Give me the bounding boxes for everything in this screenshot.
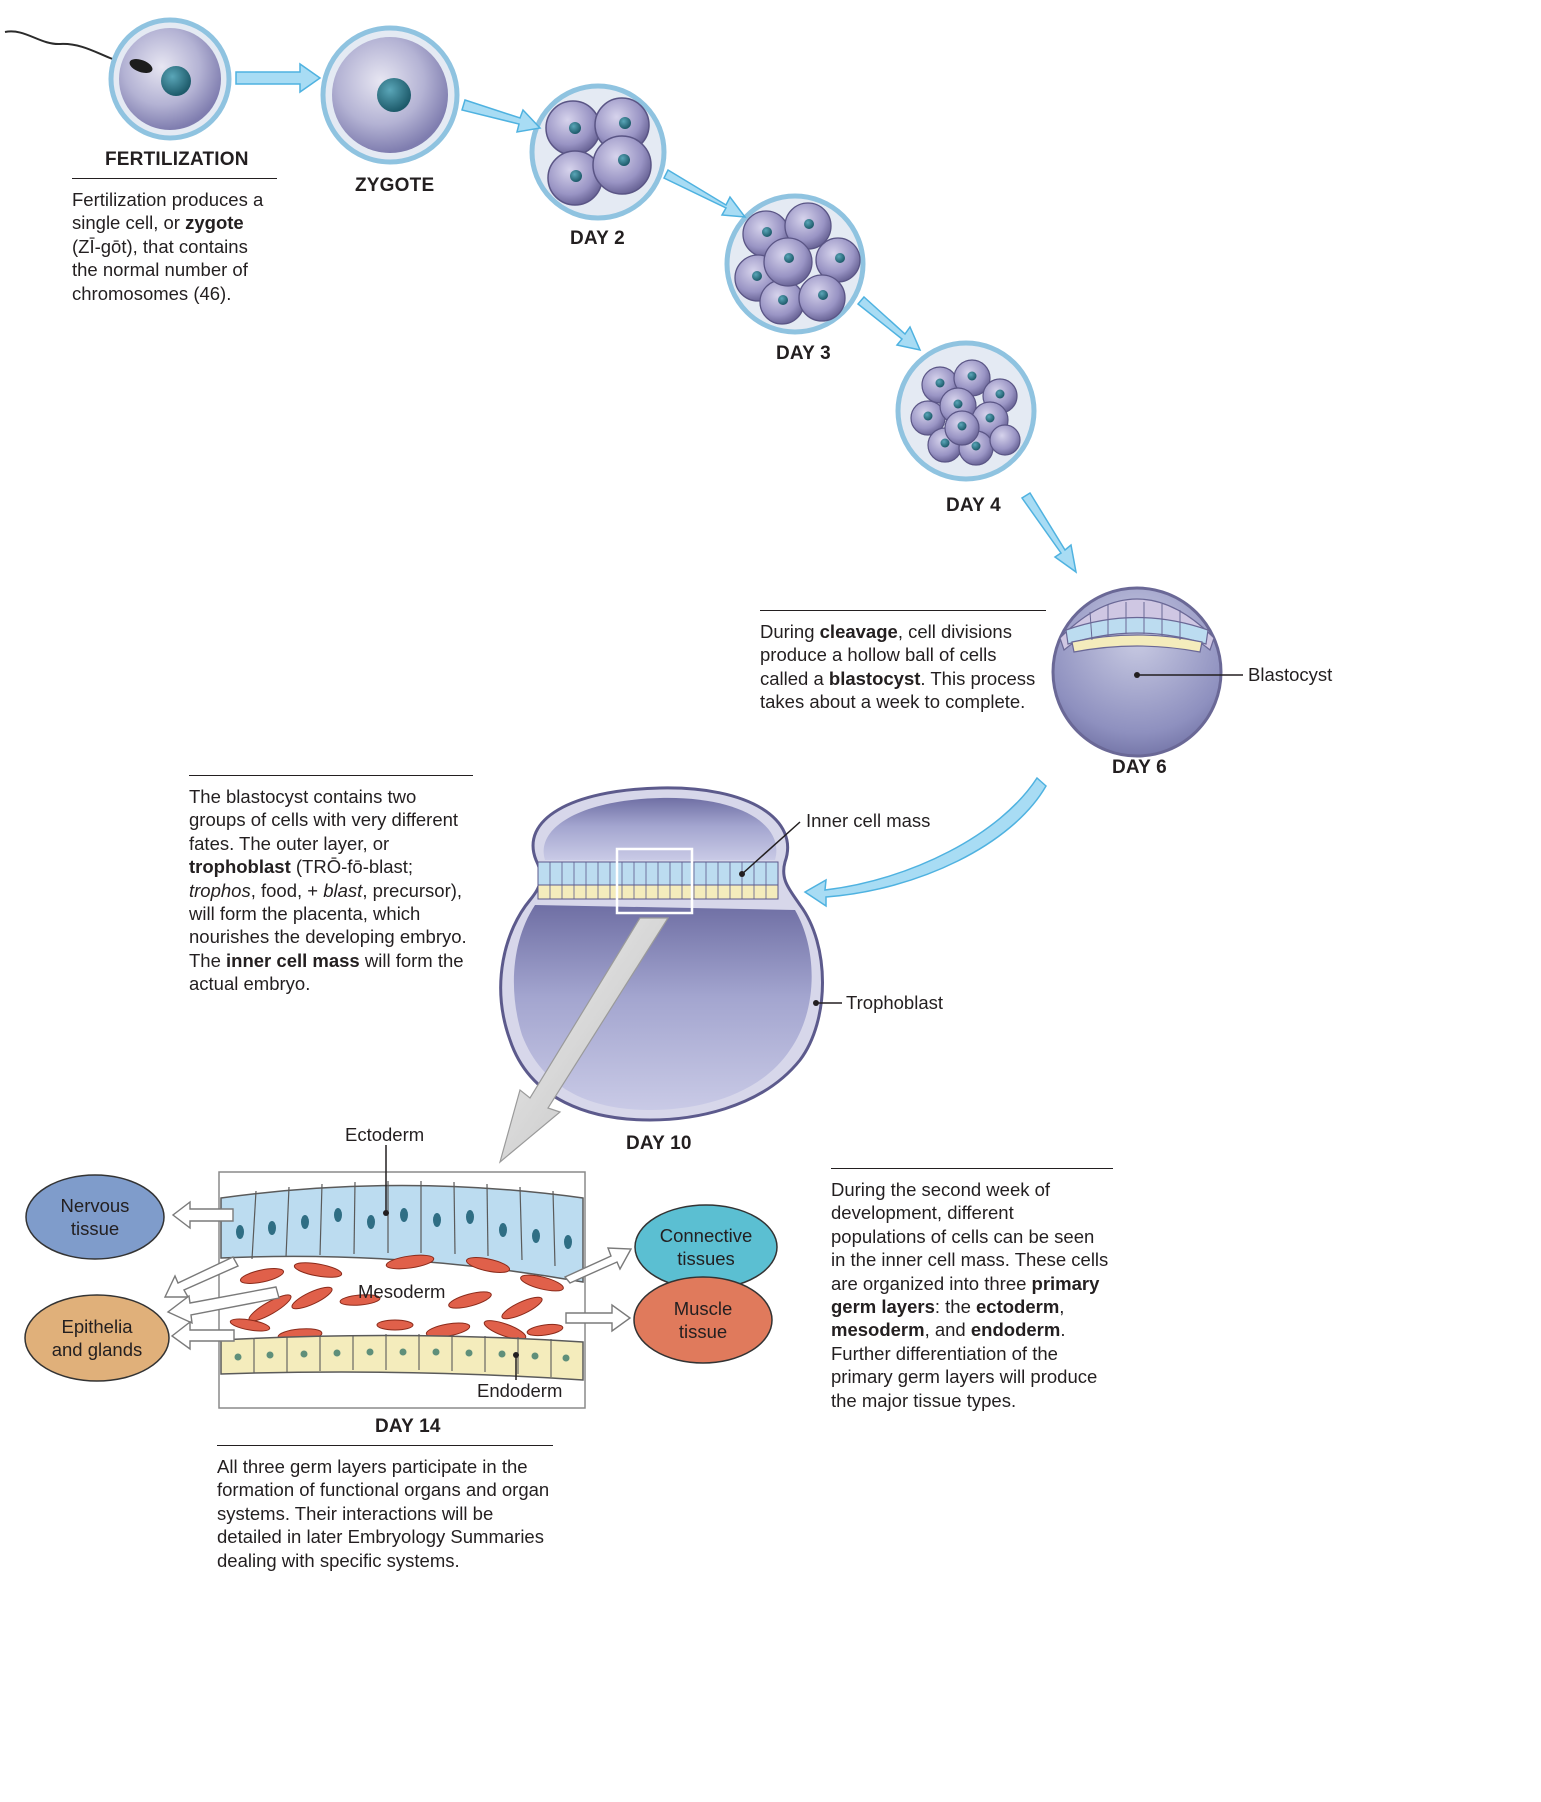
stage-fertilization: FERTILIZATION — [105, 149, 249, 170]
embryo-illustration — [498, 786, 842, 1164]
caption-bold: ectoderm — [976, 1296, 1060, 1318]
tissue-label-line: tissues — [677, 1248, 735, 1269]
caption-text: : the — [934, 1296, 977, 1318]
caption-rule — [72, 178, 277, 179]
zygote-cell — [320, 25, 460, 165]
tissue-muscle: Muscle tissue — [643, 1297, 763, 1343]
caption-second-week: During the second week of development, d… — [831, 1168, 1113, 1412]
tissue-label-line: tissue — [70, 1218, 120, 1239]
caption-text: will form the actual embryo. — [189, 949, 464, 995]
caption-text: The blastocyst contains two groups of ce… — [189, 786, 459, 854]
label-trophoblast: Trophoblast — [846, 992, 944, 1013]
stage-day6: DAY 6 — [1112, 757, 1167, 778]
day2-embryo — [529, 83, 667, 221]
caption-rule — [189, 775, 473, 776]
caption-bold: blastocyst — [828, 667, 921, 689]
caption-italic: blast — [323, 879, 363, 901]
germ-layer-inset — [218, 1145, 586, 1409]
caption-text: , precursor), will form the placenta, wh… — [189, 879, 467, 971]
label-ectoderm: Ectoderm — [345, 1124, 425, 1145]
caption-bold: cleavage — [819, 621, 898, 642]
caption-text: , cell divisions produce a hollow ball o… — [760, 621, 1012, 689]
caption-text: , food, + — [250, 879, 324, 901]
caption-text: All three germ layers participate in the… — [217, 1456, 550, 1571]
caption-text: (TRŌ-fō-blast; — [290, 856, 414, 878]
tissue-label-line: Epithelia — [61, 1316, 133, 1337]
caption-cleavage: During cleavage, cell divisions produce … — [760, 610, 1046, 714]
caption-text: . Further differentiation of the primary… — [831, 1319, 1098, 1411]
tissue-ovals — [24, 1174, 778, 1382]
caption-day14: All three germ layers participate in the… — [217, 1445, 553, 1572]
tissue-label-line: Nervous — [60, 1195, 130, 1216]
zoom-arrow-icon — [498, 917, 670, 1164]
label-endoderm: Endoderm — [477, 1380, 563, 1401]
caption-text: During — [760, 621, 820, 642]
caption-bold: endoderm — [970, 1319, 1061, 1341]
tissue-nervous: Nervous tissue — [35, 1194, 155, 1240]
caption-rule — [831, 1168, 1113, 1169]
caption-bold: zygote — [185, 212, 244, 234]
caption-bold: primary germ layers — [831, 1272, 1100, 1318]
stage-day10: DAY 10 — [626, 1133, 692, 1154]
stage-day2: DAY 2 — [570, 228, 625, 249]
caption-blastocyst: The blastocyst contains two groups of ce… — [189, 775, 473, 996]
stage-day3: DAY 3 — [776, 343, 831, 364]
caption-italic: trophos — [189, 879, 251, 901]
tissue-label-line: and glands — [51, 1339, 143, 1360]
caption-rule — [760, 610, 1046, 611]
caption-bold: trophoblast — [189, 856, 291, 878]
fertilization-egg — [4, 17, 232, 141]
label-inner-cell-mass: Inner cell mass — [806, 810, 931, 831]
caption-rule — [217, 1445, 553, 1446]
caption-bold: mesoderm — [831, 1319, 925, 1341]
day3-embryo — [724, 193, 866, 335]
label-mesoderm: Mesoderm — [358, 1281, 446, 1302]
tissue-label-line: Connective — [659, 1225, 753, 1246]
caption-text: (ZĪ-gōt), that contains the normal numbe… — [72, 235, 248, 304]
tissue-arrows — [163, 1200, 633, 1351]
caption-bold: inner cell mass — [226, 949, 360, 971]
blastocyst-illustration — [1051, 586, 1243, 758]
tissue-label-line: Muscle — [673, 1298, 733, 1319]
label-blastocyst: Blastocyst — [1248, 664, 1333, 685]
caption-text: , and — [924, 1319, 971, 1341]
stage-zygote: ZYGOTE — [355, 175, 435, 196]
tissue-connective: Connective tissues — [645, 1224, 767, 1270]
caption-text: , — [1059, 1296, 1065, 1318]
stage-day4: DAY 4 — [946, 495, 1001, 516]
stage-day14: DAY 14 — [375, 1416, 441, 1437]
caption-text: Fertilization produces a single cell, or — [72, 189, 264, 234]
caption-text: During the second week of development, d… — [831, 1179, 1109, 1294]
tissue-epithelia: Epithelia and glands — [35, 1315, 159, 1361]
arrow-icon — [235, 62, 1078, 908]
day4-embryo — [895, 340, 1037, 482]
caption-fertilization: Fertilization produces a single cell, or… — [72, 178, 277, 305]
tissue-label-line: tissue — [678, 1321, 728, 1342]
caption-text: . This process takes about a week to com… — [760, 667, 1036, 713]
